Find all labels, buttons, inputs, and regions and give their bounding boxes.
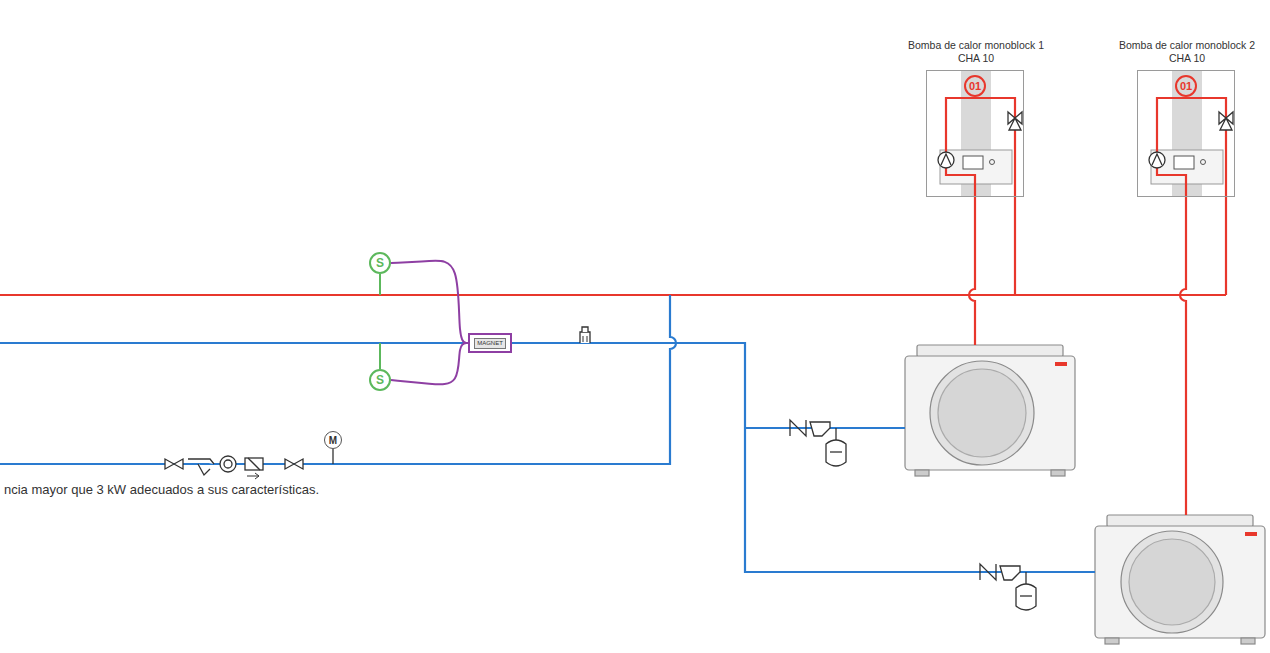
symbol-letter: M xyxy=(329,435,337,446)
unit-pumps xyxy=(938,112,1233,168)
symbol-letter: S xyxy=(376,373,384,387)
outdoor-unit-2 xyxy=(1095,515,1265,644)
temperature-sensor: S xyxy=(369,369,391,391)
magnetic-filter: MAGNET xyxy=(468,333,512,353)
note-text: ncia mayor que 3 kW adecuados a sus cara… xyxy=(4,482,319,497)
supply-pipe xyxy=(0,98,1226,515)
air-separator xyxy=(580,327,590,343)
outdoor-unit-1 xyxy=(905,345,1075,476)
return-pipe xyxy=(0,295,1095,572)
unit-heading: Bomba de calor monoblock 1 CHA 10 xyxy=(905,39,1047,65)
unit-heading: Bomba de calor monoblock 2 CHA 10 xyxy=(1116,39,1258,65)
symbol-letter: MAGNET xyxy=(474,338,506,349)
motor-valve: M xyxy=(324,431,342,449)
temperature-sensor: S xyxy=(369,252,391,274)
check-valve-vessel xyxy=(790,420,1036,610)
sensor-cable xyxy=(391,343,468,384)
heat-pump-indoor-unit: Bomba de calor monoblock 1 CHA 1001 xyxy=(926,70,1024,197)
sensor-stem xyxy=(379,274,381,369)
callout-number: 01 xyxy=(964,75,986,97)
symbol-letter: S xyxy=(376,256,384,270)
sensor-cable xyxy=(391,261,468,343)
callout-number: 01 xyxy=(1175,75,1197,97)
heat-pump-indoor-unit: Bomba de calor monoblock 2 CHA 1001 xyxy=(1137,70,1235,197)
fill-line-fittings xyxy=(165,449,333,479)
